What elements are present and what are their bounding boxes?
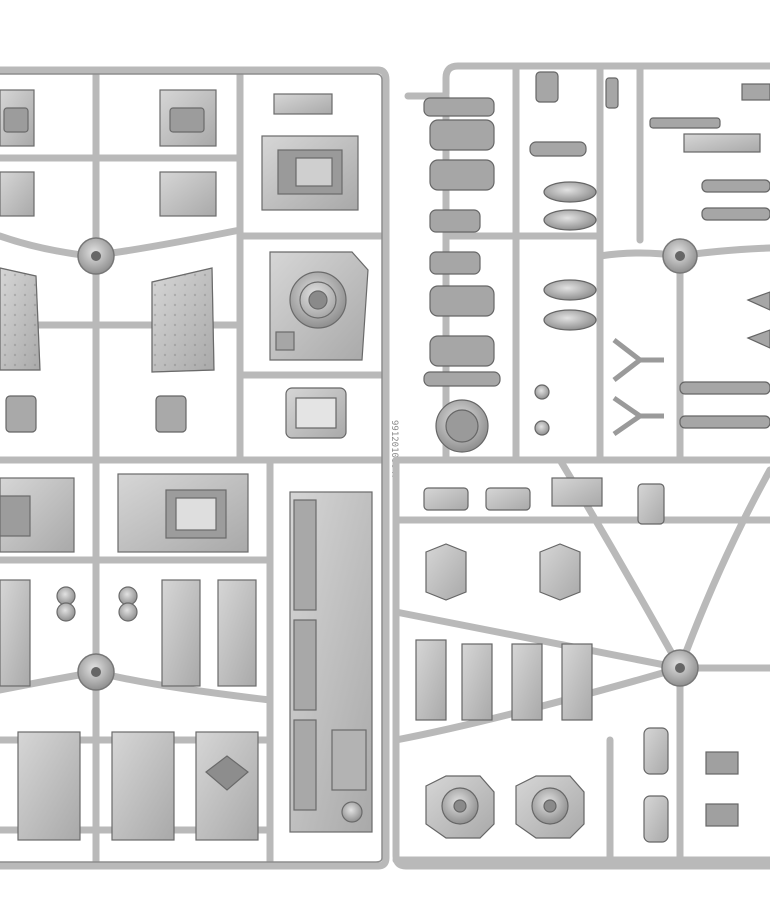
left-top-parts xyxy=(0,89,359,217)
right-lower-parts xyxy=(415,477,739,843)
sprue-code-label: 99120106047 xyxy=(389,420,399,480)
left-small-parts xyxy=(5,387,347,439)
left-hull-strip xyxy=(289,491,373,833)
left-lower-parts xyxy=(0,473,259,841)
right-sprue-frame xyxy=(392,62,770,870)
right-upper-right-parts xyxy=(605,77,770,437)
left-sprue-frame-shade xyxy=(0,73,383,863)
right-weapon-parts xyxy=(423,71,597,453)
left-armour-plates xyxy=(0,251,369,373)
left-sprue-frame xyxy=(0,66,390,870)
